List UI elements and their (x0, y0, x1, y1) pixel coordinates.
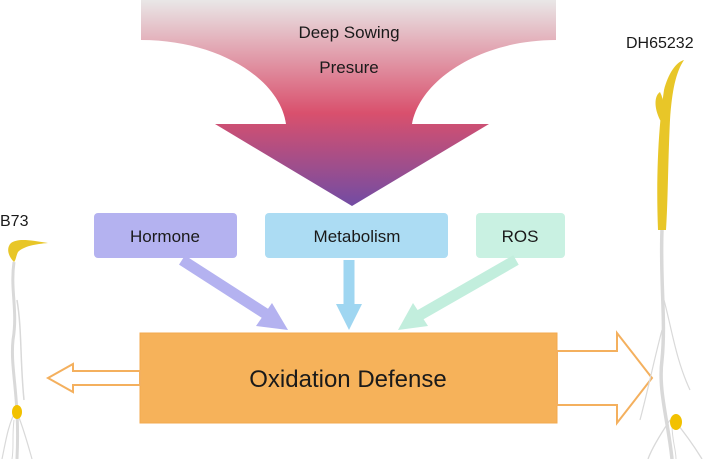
factor-hormone: Hormone (94, 213, 237, 258)
factor-hormone-label: Hormone (130, 227, 200, 246)
pressure-funnel-shape (141, 0, 556, 206)
pressure-label-line1: Deep Sowing (298, 23, 399, 42)
left-hollow-arrow (45, 362, 141, 394)
left-seedling-label: B73 (0, 213, 29, 230)
factor-hormone-box (94, 213, 237, 258)
oxidation-defense-label: Oxidation Defense (249, 366, 446, 393)
right-hollow-arrow (556, 330, 654, 426)
dh65232-seedling-image (639, 60, 703, 459)
factor-ros-box (476, 213, 565, 258)
pressure-label-line2: Presure (319, 58, 379, 77)
factor-ros-label: ROS (502, 227, 539, 246)
metabolism-to-defense-arrow (336, 260, 362, 330)
factor-metabolism-label: Metabolism (314, 227, 401, 246)
b73-seedling-image (1, 239, 48, 459)
ros-to-defense-arrow (398, 255, 519, 330)
oxidation-defense: Oxidation Defense (139, 332, 558, 424)
hormone-to-defense-arrow (179, 255, 288, 330)
factor-ros: ROS (476, 213, 565, 258)
pressure-arrow: Deep Sowing Presure (141, 0, 556, 206)
right-seedling-label: DH65232 (626, 35, 694, 52)
factor-metabolism: Metabolism (265, 213, 448, 258)
factor-metabolism-box (265, 213, 448, 258)
